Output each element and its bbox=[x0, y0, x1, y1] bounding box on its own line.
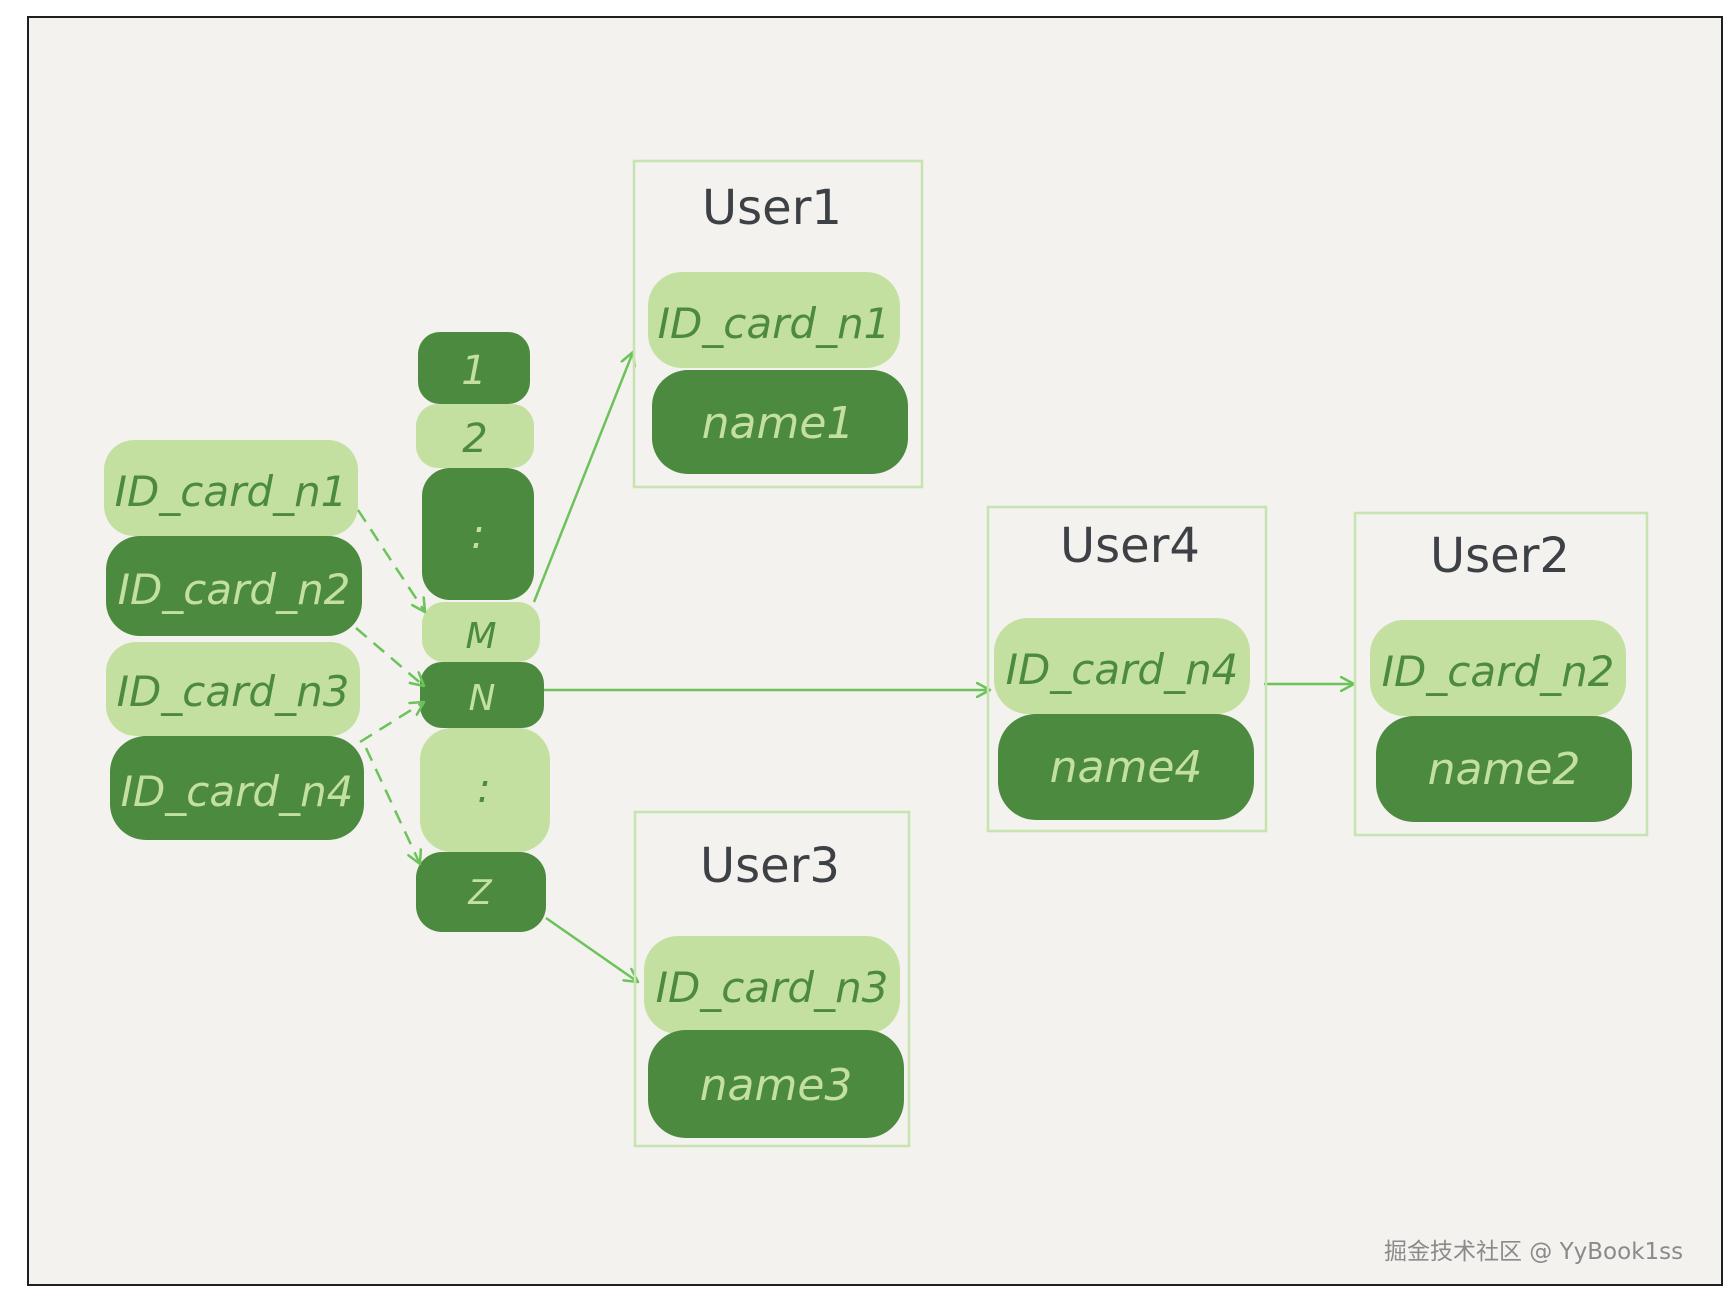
bucket-z-label: Z bbox=[467, 873, 492, 913]
dashed-arrow-n2-to-n bbox=[355, 627, 424, 686]
bucket-ellipsis-bottom-label: : bbox=[477, 766, 490, 812]
watermark: 掘金技术社区 @ YyBook1ss bbox=[1384, 1239, 1684, 1265]
left-key-1: ID_card_n1 bbox=[104, 440, 358, 536]
bucket-ellipsis-top: : bbox=[422, 468, 534, 600]
bucket-1: 1 bbox=[418, 332, 530, 404]
user1-card: User1 ID_card_n1 name1 bbox=[632, 159, 924, 489]
user4-name: name4 bbox=[1050, 742, 1203, 793]
user1-name: name1 bbox=[702, 398, 855, 449]
user3-card: User3 ID_card_n3 name3 bbox=[633, 810, 911, 1148]
bucket-m-label: M bbox=[465, 616, 496, 657]
left-key-3: ID_card_n3 bbox=[106, 642, 360, 736]
bucket-z: Z bbox=[416, 852, 546, 932]
user2-name: name2 bbox=[1428, 744, 1581, 795]
user2-key: ID_card_n2 bbox=[1382, 647, 1615, 696]
user3-key: ID_card_n3 bbox=[656, 963, 889, 1012]
left-key-4: ID_card_n4 bbox=[110, 736, 364, 840]
user4-title: User4 bbox=[1060, 518, 1200, 574]
bucket-ellipsis-bottom: : bbox=[420, 728, 550, 852]
left-key-2-label: ID_card_n2 bbox=[118, 565, 351, 614]
user4-card: User4 ID_card_n4 name4 bbox=[986, 505, 1268, 833]
user2-title: User2 bbox=[1430, 528, 1570, 584]
left-key-1-label: ID_card_n1 bbox=[115, 467, 348, 516]
bucket-2: 2 bbox=[416, 404, 534, 468]
dashed-arrow-n4-to-z bbox=[364, 747, 420, 864]
user3-title: User3 bbox=[700, 838, 840, 894]
bucket-n: N bbox=[420, 662, 544, 728]
dashed-arrow-n1-to-m bbox=[356, 509, 425, 612]
bucket-column: 1 2 : M N : Z bbox=[416, 332, 550, 932]
user2-card: User2 ID_card_n2 name2 bbox=[1353, 511, 1649, 837]
dashed-hash-arrows bbox=[355, 509, 425, 864]
arrow-m-to-user1 bbox=[532, 352, 633, 603]
left-key-4-label: ID_card_n4 bbox=[121, 767, 354, 816]
bucket-n-label: N bbox=[469, 678, 496, 719]
bucket-2-label: 2 bbox=[462, 416, 487, 462]
user1-title: User1 bbox=[702, 180, 842, 236]
bucket-m: M bbox=[422, 602, 540, 662]
solid-pointer-arrows bbox=[532, 352, 1354, 982]
bucket-1-label: 1 bbox=[461, 348, 486, 394]
user1-key: ID_card_n1 bbox=[658, 299, 891, 348]
arrow-z-to-user3 bbox=[545, 916, 638, 982]
bucket-ellipsis-top-label: : bbox=[471, 512, 484, 558]
left-key-column: ID_card_n1 ID_card_n2 ID_card_n3 ID_card… bbox=[104, 440, 364, 840]
left-key-3-label: ID_card_n3 bbox=[117, 667, 350, 716]
user3-name: name3 bbox=[700, 1060, 853, 1111]
user4-key: ID_card_n4 bbox=[1006, 645, 1239, 694]
dashed-arrow-n3-to-n bbox=[359, 702, 424, 744]
left-key-2: ID_card_n2 bbox=[106, 536, 362, 636]
